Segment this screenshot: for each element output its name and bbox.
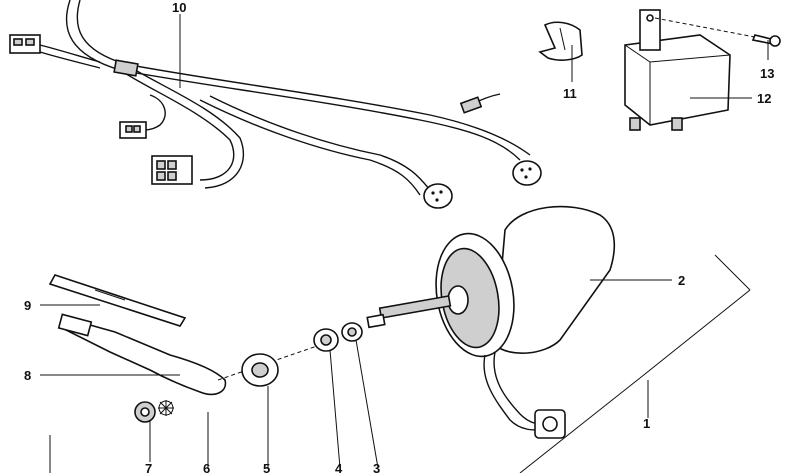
callout-7: 7 xyxy=(145,461,152,473)
leader-lines xyxy=(40,14,769,473)
callout-9: 9 xyxy=(24,298,31,313)
callout-8: 8 xyxy=(24,368,31,383)
wiper-motor xyxy=(366,205,616,439)
wiring-harness xyxy=(9,0,542,209)
callout-6: 6 xyxy=(203,461,210,473)
callout-3: 3 xyxy=(373,461,380,473)
holding-clip xyxy=(538,21,583,61)
small-parts xyxy=(134,322,363,423)
callout-5: 5 xyxy=(263,461,270,473)
callout-4: 4 xyxy=(335,461,343,473)
callout-1: 1 xyxy=(643,416,650,431)
callout-11: 11 xyxy=(563,86,577,101)
callout-13: 13 xyxy=(760,66,774,81)
callout-12: 12 xyxy=(757,91,771,106)
callout-10: 10 xyxy=(172,0,186,15)
wiper-blade-strip xyxy=(48,274,187,327)
wiper-arm xyxy=(57,313,227,396)
callout-2: 2 xyxy=(678,273,685,288)
callouts: 10 11 12 13 2 9 8 1 7 6 5 4 3 xyxy=(24,0,774,473)
screw xyxy=(654,17,781,47)
relay-unit xyxy=(624,9,731,131)
